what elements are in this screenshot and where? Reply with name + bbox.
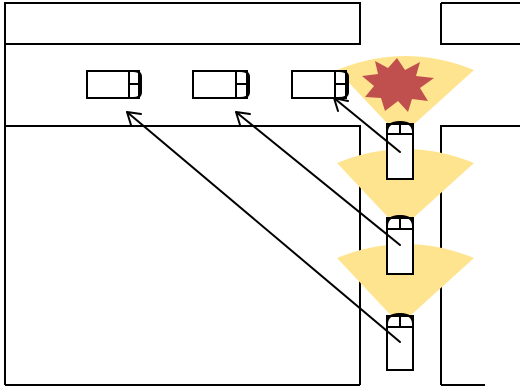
car-icon [291,70,349,99]
bottom-right-block [440,125,520,385]
sensor-cone-middle [337,149,474,230]
car-icon [386,120,414,180]
top-right-block [440,2,520,45]
road-outlines [4,2,520,386]
trajectory-arrow-icon [126,111,401,343]
collision-burst-icon [362,58,434,112]
car-icon [192,70,250,99]
top-left-block [4,2,361,45]
trajectory-arrows [126,97,401,343]
bottom-left-block [5,125,361,385]
trajectory-arrow-icon [235,111,401,246]
car-icon [386,312,414,371]
car-icon [86,70,142,99]
trajectory-arrow-icon [333,97,401,153]
sensor-cone-bottom [337,244,474,325]
